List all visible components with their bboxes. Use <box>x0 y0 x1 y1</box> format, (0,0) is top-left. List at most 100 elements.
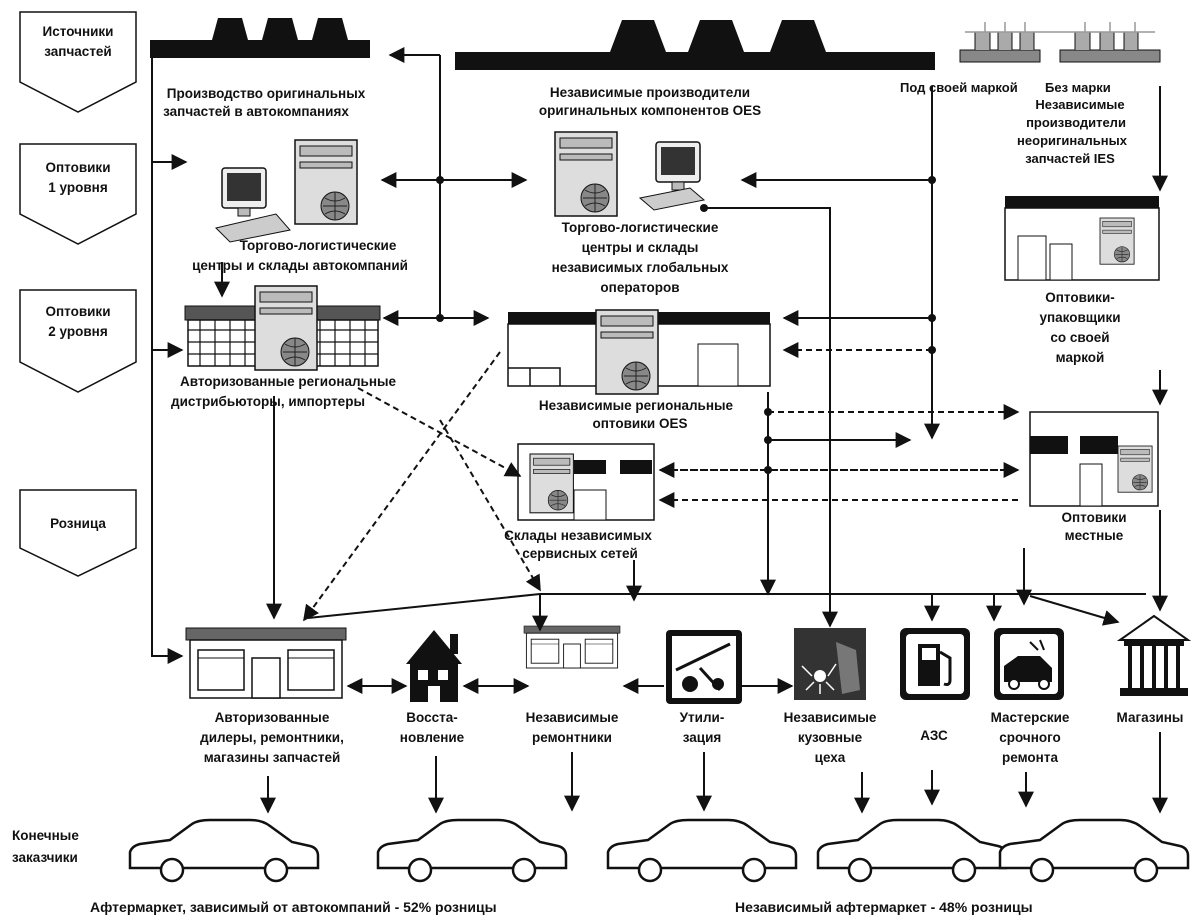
oem-producer: Производство оригинальных запчастей в ав… <box>163 86 366 119</box>
shops: Магазины <box>1116 614 1192 725</box>
svg-text:маркой: маркой <box>1056 350 1105 365</box>
svg-text:Торгово-логистические: Торгово-логистические <box>562 220 719 235</box>
car-icon <box>606 818 798 883</box>
svg-text:оригинальных компонентов OES: оригинальных компонентов OES <box>539 103 761 118</box>
svg-text:Независимые: Независимые <box>526 710 619 725</box>
svg-text:новление: новление <box>400 730 465 745</box>
level-end-customers: Конечные заказчики <box>12 828 79 865</box>
svg-text:операторов: операторов <box>600 280 679 295</box>
svg-text:Мастерские: Мастерские <box>991 710 1070 725</box>
svg-text:ремонта: ремонта <box>1002 750 1058 765</box>
connectors <box>151 40 1168 814</box>
svg-text:1 уровня: 1 уровня <box>48 180 107 195</box>
fuel-pump-icon <box>900 628 970 700</box>
svg-text:Оптовики: Оптовики <box>46 304 111 319</box>
svg-text:ремонтники: ремонтники <box>532 730 612 745</box>
oem-logistics-center: Торгово-логистические центры и склады ав… <box>192 139 408 273</box>
svg-text:центры и склады: центры и склады <box>582 240 699 255</box>
global-logistics-center: Торгово-логистические центры и склады не… <box>552 131 729 295</box>
car-icon <box>816 818 1008 883</box>
svg-text:срочного: срочного <box>999 730 1061 745</box>
oes-regional-warehouse: Независимые региональные оптовики OES <box>507 309 771 431</box>
ies-producer: Под своей маркой Без марки Независимые п… <box>900 80 1128 166</box>
svg-text:Независимые: Независимые <box>784 710 877 725</box>
svg-text:кузовные: кузовные <box>798 730 863 745</box>
svg-text:местные: местные <box>1065 528 1124 543</box>
svg-text:производители: производители <box>1026 115 1126 130</box>
warehouse-icon <box>523 625 621 669</box>
svg-text:Конечные: Конечные <box>12 828 79 843</box>
svg-text:Под своей маркой: Под своей маркой <box>900 80 1018 95</box>
gas-stations: АЗС <box>900 628 970 743</box>
svg-text:оптовики OES: оптовики OES <box>593 416 688 431</box>
svg-text:Авторизованные: Авторизованные <box>215 710 330 725</box>
svg-text:Восста-: Восста- <box>406 710 457 725</box>
svg-text:Магазины: Магазины <box>1117 710 1184 725</box>
svg-text:Оптовики-: Оптовики- <box>1045 290 1114 305</box>
factory-icon <box>150 18 370 58</box>
svg-text:Торгово-логистические: Торгово-логистические <box>240 238 397 253</box>
svg-text:упаковщики: упаковщики <box>1039 310 1120 325</box>
svg-text:запчастей: запчастей <box>44 44 111 59</box>
svg-text:Независимые региональные: Независимые региональные <box>539 398 734 413</box>
computer-icon <box>595 309 659 395</box>
dealers: Авторизованные дилеры, ремонтники, магаз… <box>185 627 347 765</box>
factory-icon <box>959 22 1161 63</box>
level-wholesale-1: Оптовики 1 уровня <box>19 143 137 245</box>
svg-text:2 уровня: 2 уровня <box>48 324 107 339</box>
svg-text:Источники: Источники <box>43 24 114 39</box>
svg-text:АЗС: АЗС <box>920 728 948 743</box>
body-shops: Независимые кузовные цеха <box>784 628 877 765</box>
car-icon <box>376 818 568 883</box>
welder-icon <box>794 628 866 700</box>
house-icon <box>406 630 462 702</box>
computer-icon <box>554 131 618 217</box>
computer-icon <box>254 285 318 371</box>
factory-icon <box>455 20 935 70</box>
svg-text:дилеры, ремонтники,: дилеры, ремонтники, <box>200 730 344 745</box>
computer-icon <box>294 139 358 225</box>
svg-text:со своей: со своей <box>1050 330 1109 345</box>
svg-text:Независимые: Независимые <box>1035 97 1124 112</box>
warehouse-icon <box>185 627 347 699</box>
computer-icon <box>655 141 701 191</box>
repair-truck-icon <box>994 628 1064 700</box>
svg-text:зация: зация <box>683 730 722 745</box>
oes-producer: Независимые производители оригинальных к… <box>539 85 761 118</box>
tow-truck-icon <box>666 630 742 704</box>
svg-text:центры и склады автокомпаний: центры и склады автокомпаний <box>192 258 408 273</box>
svg-text:неоригинальных: неоригинальных <box>1017 133 1128 148</box>
svg-text:Утили-: Утили- <box>680 710 725 725</box>
svg-text:Независимый афтермаркет - 48%: Независимый афтермаркет - 48% розницы <box>735 899 1033 915</box>
car-icon <box>998 818 1190 883</box>
svg-text:заказчики: заказчики <box>12 850 78 865</box>
car-icon <box>128 818 320 883</box>
svg-text:цеха: цеха <box>815 750 846 765</box>
footer: Афтермаркет, зависимый от автокомпаний -… <box>90 899 1033 915</box>
svg-text:Без марки: Без марки <box>1045 80 1111 95</box>
svg-text:Оптовики: Оптовики <box>46 160 111 175</box>
bank-building-icon <box>1116 614 1192 696</box>
svg-text:Авторизованные региональные: Авторизованные региональные <box>180 374 397 389</box>
authorized-distributors: Авторизованные региональные дистрибьютор… <box>171 285 397 409</box>
restoration: Восста- новление <box>400 630 465 745</box>
svg-text:запчастей в автокомпаниях: запчастей в автокомпаниях <box>163 104 349 119</box>
recycling: Утили- зация <box>666 630 742 745</box>
level-sources: Источники запчастей <box>19 11 137 113</box>
svg-text:дистрибьюторы, импортеры: дистрибьюторы, импортеры <box>171 394 365 409</box>
svg-text:Независимые производители: Независимые производители <box>550 85 750 100</box>
svg-text:Розница: Розница <box>50 516 106 531</box>
packers-warehouse: Оптовики- упаковщики со своей маркой <box>1004 196 1160 365</box>
computer-icon <box>1117 445 1153 493</box>
svg-text:Оптовики: Оптовики <box>1062 510 1127 525</box>
svg-text:магазины запчастей: магазины запчастей <box>204 750 341 765</box>
local-wholesalers-warehouse: Оптовики местные <box>1029 411 1159 543</box>
level-wholesale-2: Оптовики 2 уровня <box>19 289 137 393</box>
computer-icon <box>1099 217 1135 265</box>
svg-text:Афтермаркет, зависимый от авто: Афтермаркет, зависимый от автокомпаний -… <box>90 899 497 915</box>
independent-repair: Независимые ремонтники <box>523 625 621 745</box>
service-networks-warehouse: Склады независимых сервисных сетей <box>504 443 655 561</box>
computer-icon <box>529 453 574 514</box>
